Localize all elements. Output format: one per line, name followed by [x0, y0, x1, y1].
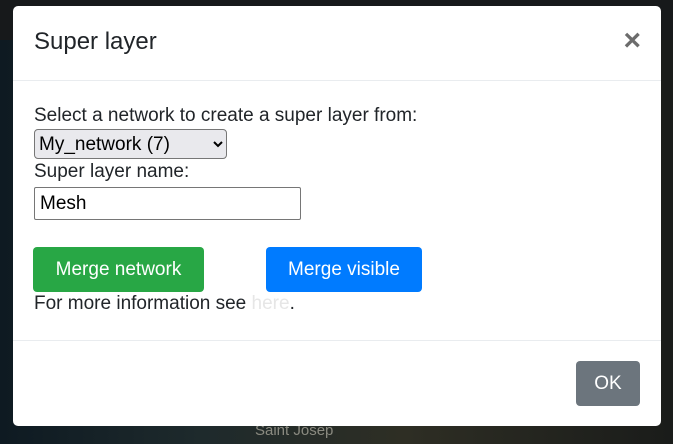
info-prefix: For more information see	[34, 293, 252, 314]
info-suffix: .	[289, 293, 295, 314]
help-link[interactable]: here	[251, 293, 290, 314]
modal-title: Super layer	[34, 28, 157, 55]
modal-header: Super layer ×	[13, 6, 661, 81]
ok-button[interactable]: OK	[576, 361, 640, 406]
close-icon[interactable]: ×	[623, 24, 641, 57]
map-label: Saint Josep	[255, 422, 334, 439]
modal-footer-divider	[13, 340, 661, 341]
merge-visible-button[interactable]: Merge visible	[266, 247, 422, 292]
network-label: Select a network to create a super layer…	[34, 105, 418, 126]
super-layer-dialog: Super layer × Select a network to create…	[13, 6, 661, 426]
merge-network-button[interactable]: Merge network	[33, 247, 204, 292]
modal-body: Select a network to create a super layer…	[34, 104, 417, 220]
name-label: Super layer name:	[34, 161, 190, 182]
info-text: For more information see here.	[34, 293, 295, 315]
super-layer-name-input[interactable]	[34, 187, 301, 220]
network-select[interactable]: My_network (7)	[34, 129, 227, 159]
